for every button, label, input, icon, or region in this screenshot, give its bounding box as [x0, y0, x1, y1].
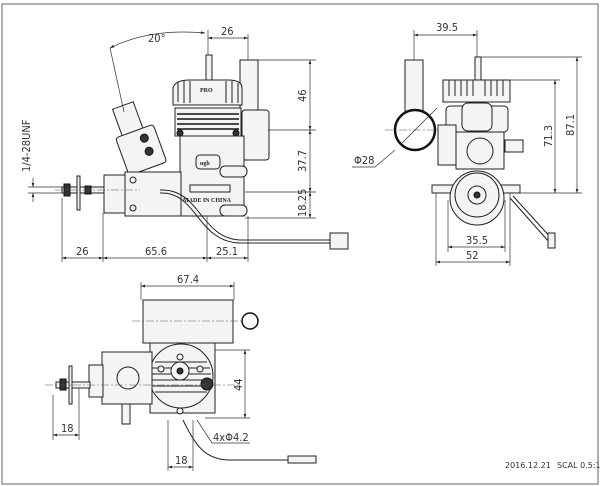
- front-dim-bottom-inner: 35.5: [466, 234, 488, 247]
- drawing-frame: [1, 3, 599, 485]
- front-body: [437, 102, 524, 170]
- side-dim-bottom-left: 26: [76, 245, 89, 258]
- mount-holes-label: 4xΦ4.2: [213, 431, 249, 444]
- angle-label: 20°: [148, 32, 166, 45]
- exhaust-muffler: [239, 59, 270, 161]
- front-crankcase: [431, 170, 521, 226]
- front-dim-height-outer: 87.1: [564, 114, 577, 136]
- bottom-view: 67.4 44 18 18 4xΦ4.2: [45, 273, 317, 471]
- bottom-wire: [182, 419, 290, 461]
- bottom-carburetor: [88, 351, 153, 425]
- muffler-body: [142, 299, 234, 344]
- front-dim-diameter: Φ28: [354, 154, 374, 167]
- bottom-dim-top: 67.4: [177, 273, 199, 286]
- side-dim-bottom-mid: 65.6: [145, 245, 167, 258]
- cylinder-head: PRO: [172, 79, 243, 106]
- side-dim-height-upper: 46: [296, 89, 309, 102]
- prop-flange: [103, 174, 126, 214]
- side-dim-top: 26: [221, 25, 234, 38]
- crankcase-logo: ngh: [200, 161, 210, 167]
- crankcase: ngh MADE IN CHINA: [179, 135, 248, 217]
- front-view: Φ28 39.5 71: [352, 21, 582, 266]
- front-head-fins: [442, 56, 511, 103]
- front-dim-bottom-outer: 52: [466, 249, 479, 262]
- thread-label: 1/4-28UNF: [20, 119, 33, 172]
- bottom-head: [148, 342, 216, 415]
- bottom-prop-shaft: [45, 365, 240, 405]
- ignition-wire: [159, 189, 349, 250]
- front-dim-height-inner: 71.3: [542, 125, 555, 147]
- side-view: PRO ngh MADE IN CHINA: [20, 25, 349, 262]
- engine-mount: [124, 171, 182, 217]
- side-dim-height-lower: 18.25: [296, 189, 309, 217]
- side-dim-height-mid: 37.7: [296, 150, 309, 172]
- head-marking: PRO: [200, 88, 213, 94]
- cylinder-fins: [174, 107, 242, 137]
- side-dim-bottom-right: 25.1: [216, 245, 238, 258]
- bottom-dim-height: 44: [232, 378, 245, 391]
- bottom-dim-left: 18: [61, 422, 74, 435]
- prop-shaft: [55, 175, 140, 211]
- spark-plug: [205, 54, 213, 81]
- drawing-date: 2016.12.21: [505, 461, 551, 470]
- front-wire: [509, 197, 551, 244]
- bottom-dim-bottom: 18: [175, 454, 188, 467]
- drawing-scale: SCAL 0.5:1: [557, 461, 600, 470]
- case-marking: MADE IN CHINA: [183, 198, 232, 204]
- exhaust-tube: [404, 59, 424, 113]
- carburetor: [111, 101, 167, 176]
- front-dim-top: 39.5: [436, 21, 458, 34]
- footer: 2016.12.21 SCAL 0.5:1: [505, 461, 600, 470]
